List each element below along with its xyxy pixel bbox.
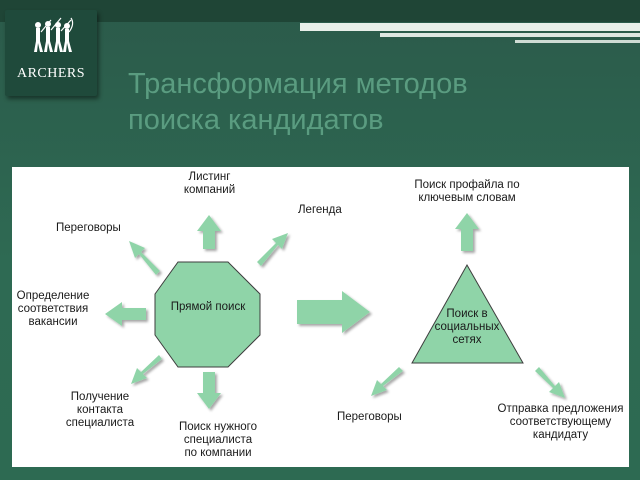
social-search-label-line: социальных [434, 321, 500, 333]
social-search-label: Поиск в социальных сетях [427, 308, 507, 347]
logo-text: ARCHERS [16, 66, 86, 81]
profile-search-label: Поиск профайла по ключевым словам [407, 179, 527, 205]
offer-label-line: соответствующему [509, 416, 612, 428]
offer-label-line: Отправка предложения [497, 403, 624, 415]
listing-label-line: Листинг [188, 171, 231, 183]
negotiations-right-label: Переговоры [337, 411, 402, 423]
offer-label: Отправка предложения соответствующему ка… [492, 403, 629, 442]
archers-figures-icon [34, 17, 74, 52]
listing-label-line: компаний [183, 184, 236, 196]
octagon-shape [154, 261, 261, 368]
profile-search-label-line: ключевым словам [418, 192, 516, 204]
legend-label: Легенда [298, 204, 342, 216]
offer-label-line: кандидату [532, 429, 589, 441]
header-decor-line [515, 40, 640, 43]
negotiations-left-label: Переговоры [56, 222, 121, 234]
social-search-label-line: сетях [452, 334, 482, 346]
search-company-label: Поиск нужного специалиста по компании [170, 421, 266, 460]
arrow-upright-legend [257, 233, 288, 266]
arrow-down-search [197, 372, 221, 409]
search-company-label-line: специалиста [183, 434, 253, 446]
definition-label-line: соответствия [17, 303, 89, 315]
contact-label-line: специалиста [65, 417, 135, 429]
arrow-up-listing [197, 215, 221, 249]
search-company-label-line: по компании [184, 447, 252, 459]
contact-label: Получение контакта специалиста [60, 391, 140, 430]
arrow-downleft-contact [131, 355, 162, 384]
diagram-panel: Прямой поиск Листинг компаний Легенда Пе… [12, 167, 629, 467]
listing-label: Листинг компаний [172, 171, 247, 197]
arrow-downleft-negotiations [371, 367, 403, 396]
search-company-label-line: Поиск нужного [178, 421, 258, 433]
direct-search-label: Прямой поиск [170, 301, 246, 313]
arrow-up-profile [455, 213, 479, 251]
title-line-1: Трансформация методов [128, 68, 468, 100]
header-decor-line [380, 33, 640, 37]
definition-label-line: Определение [16, 290, 90, 302]
contact-label-line: Получение [70, 391, 130, 403]
arrow-downright-offer [535, 367, 565, 398]
diagram-shapes [105, 213, 565, 409]
arrow-right-transform [297, 291, 370, 333]
archers-logo: ARCHERS [5, 10, 97, 96]
header-decor [0, 0, 640, 22]
contact-label-line: контакта [76, 404, 124, 416]
title-line-2: поиска кандидатов [128, 104, 384, 136]
definition-label: Определение соответствия вакансии [12, 290, 94, 329]
social-search-label-line: Поиск в [446, 308, 488, 320]
arrow-left-definition [105, 302, 146, 326]
slide-title: Трансформация методов поиска кандидатов [128, 66, 628, 138]
header-decor-line [300, 23, 640, 31]
definition-label-line: вакансии [28, 316, 78, 328]
arrow-upleft-negotiations [129, 241, 160, 275]
profile-search-label-line: Поиск профайла по [414, 179, 520, 191]
triangle-shape [411, 263, 524, 364]
